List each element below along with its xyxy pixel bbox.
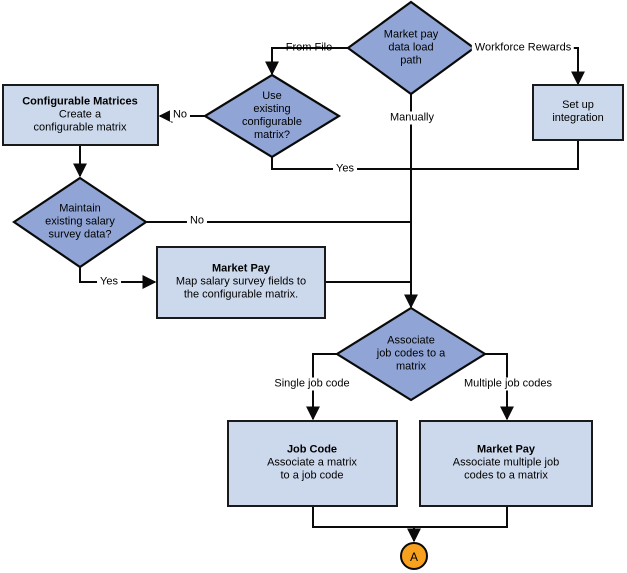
node-job-code-box xyxy=(227,420,398,507)
node-market-pay-map-box xyxy=(156,246,326,319)
edge-single-job-code xyxy=(306,353,337,421)
maintain-survey-label: Maintain existing salary survey data? xyxy=(45,202,115,241)
market-pay-associate-label: Market Pay Associate multiple job codes … xyxy=(452,443,560,482)
use-existing-label: Use existing configurable matrix? xyxy=(242,90,302,141)
configurable-matrices-label: Configurable Matrices Create a configura… xyxy=(22,95,138,134)
market-pay-map-label: Market Pay Map salary survey fields to t… xyxy=(175,262,307,301)
edge-label-no-use-existing: No xyxy=(169,108,191,122)
edge-yes-maintain xyxy=(79,267,157,289)
edge-label-workforce-rewards: Workforce Rewards xyxy=(471,41,575,55)
job-code-label: Job Code Associate a matrix to a job cod… xyxy=(267,443,357,482)
edge-label-single-job-code: Single job code xyxy=(271,377,353,391)
edge-from-file xyxy=(265,47,348,76)
edge-label-from-file: From File xyxy=(285,41,333,54)
load-path-label: Market pay data load path xyxy=(383,28,439,67)
node-setup-integration-box xyxy=(532,84,624,141)
setup-integration-label: Set up integration xyxy=(552,99,604,124)
edge-label-yes-use-existing: Yes xyxy=(333,162,357,176)
connector-a-label: A xyxy=(409,550,419,564)
edge-merge-bottom xyxy=(312,506,508,528)
associate-job-codes-label: Associate job codes to a matrix xyxy=(376,334,446,373)
edge-label-yes-maintain: Yes xyxy=(97,275,121,289)
connector-a-circle xyxy=(400,542,428,570)
node-load-path-diamond xyxy=(346,0,476,96)
edge-label-multiple-job-codes: Multiple job codes xyxy=(460,377,556,391)
node-associate-job-codes-diamond xyxy=(334,306,488,402)
edge-label-manually: Manually xyxy=(386,111,438,125)
edge-yes-use-existing xyxy=(271,140,579,170)
edge-label-no-maintain: No xyxy=(186,214,208,228)
node-configurable-matrices-box xyxy=(2,84,159,146)
edge-multiple-job-codes xyxy=(485,353,514,421)
node-market-pay-associate-box xyxy=(419,420,593,507)
node-maintain-survey-diamond xyxy=(12,176,148,269)
node-use-existing-diamond xyxy=(202,73,342,159)
